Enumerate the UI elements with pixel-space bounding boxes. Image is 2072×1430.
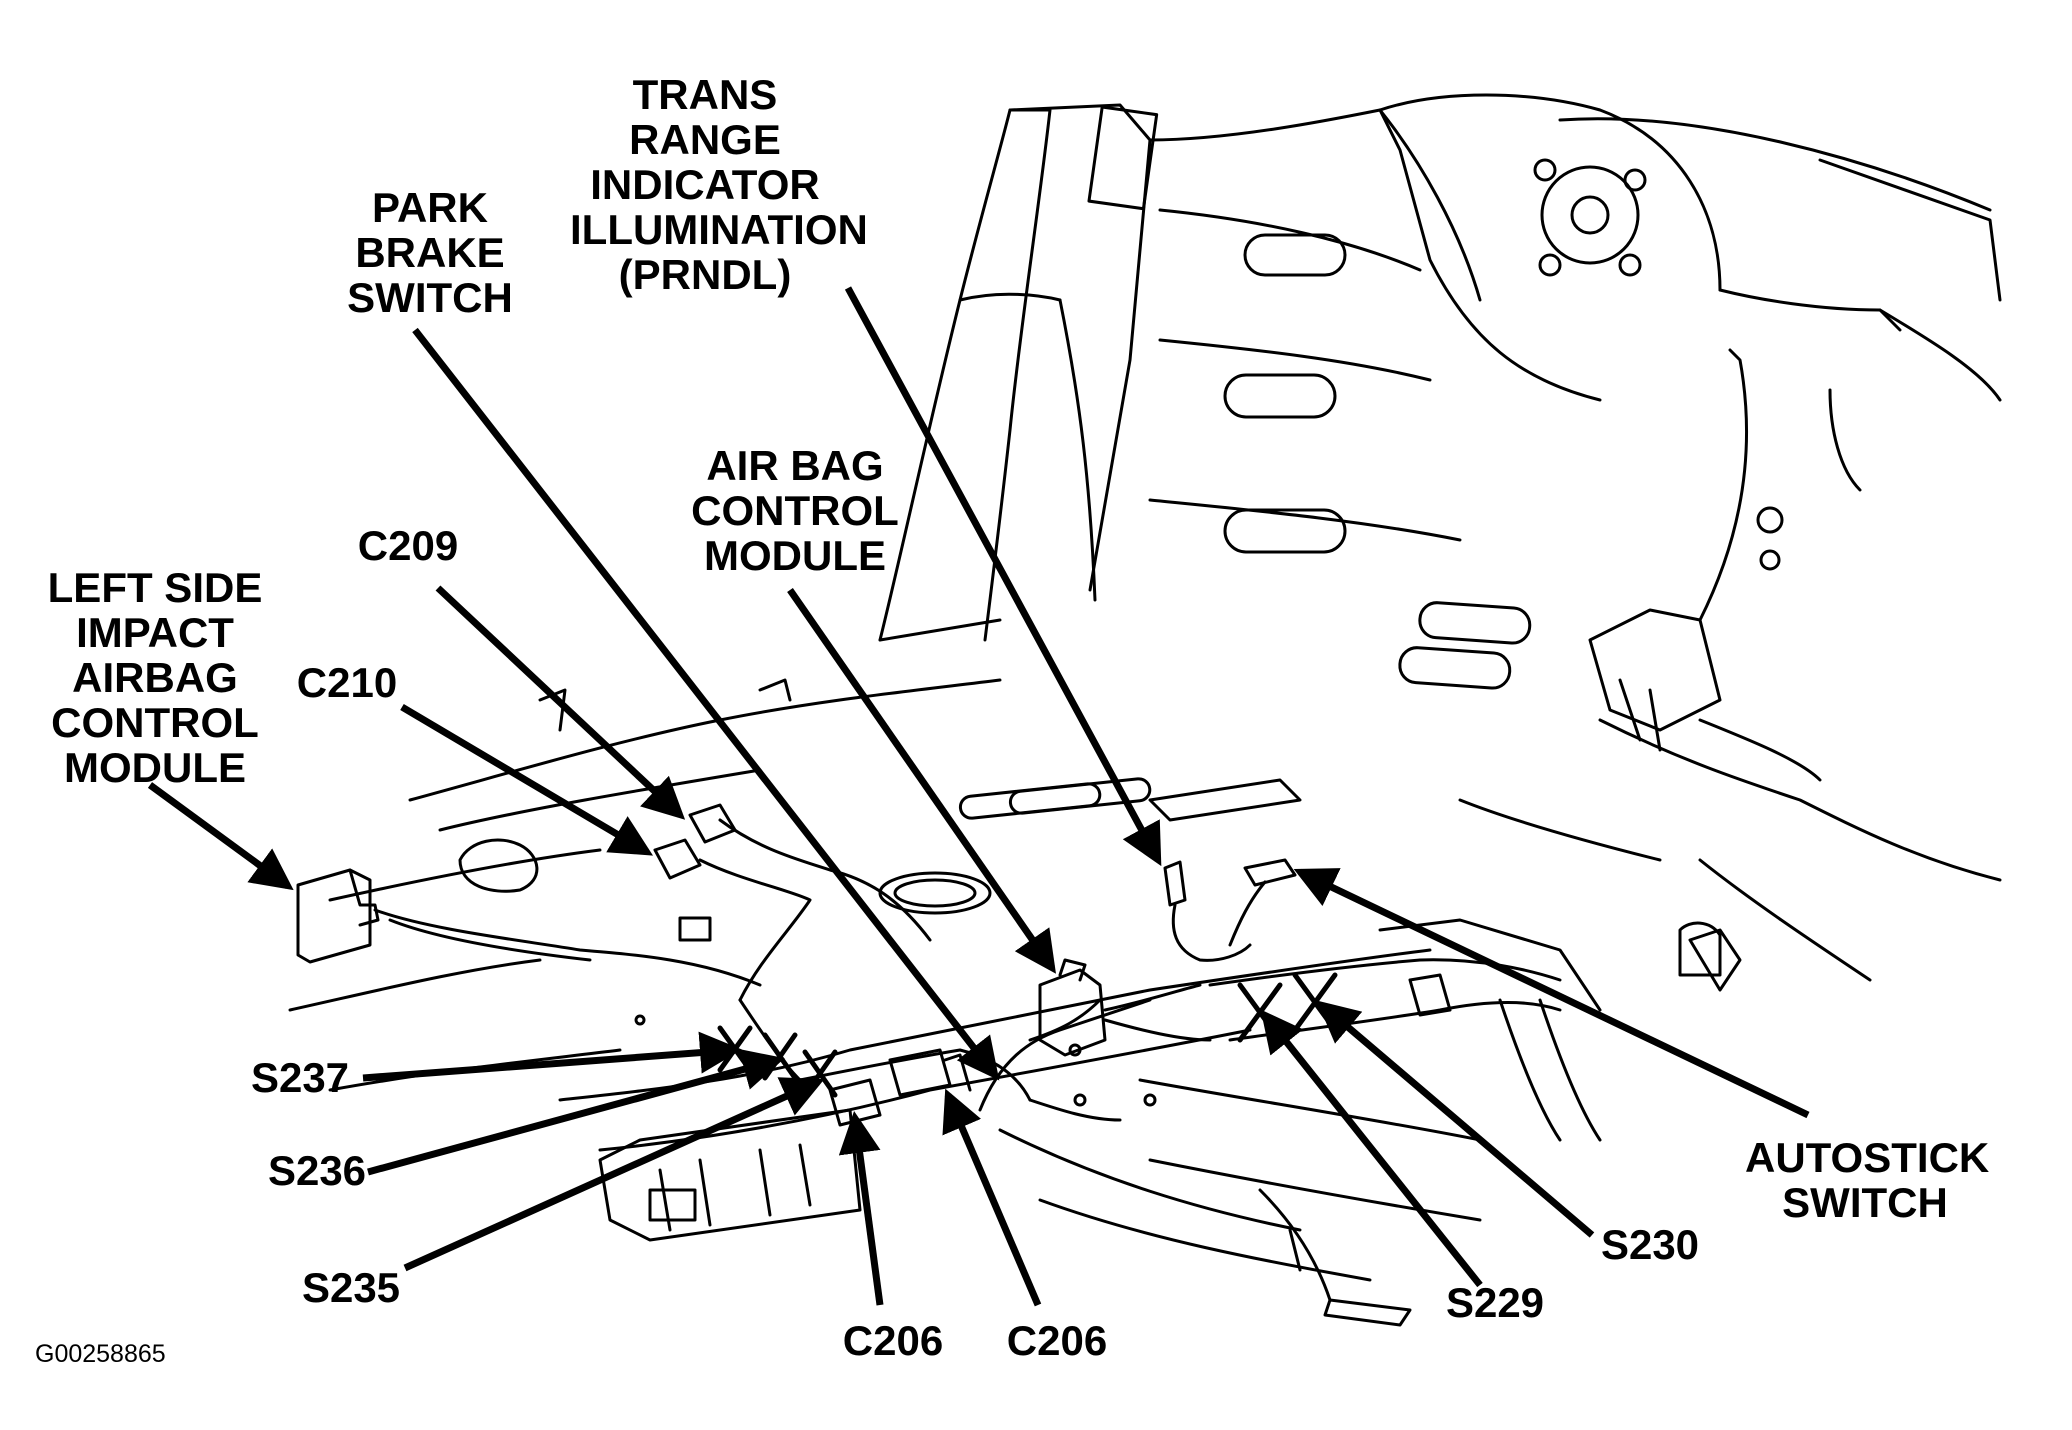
leader-arrows	[147, 286, 1810, 1307]
label-left-side-impact-airbag-module: LEFT SIDE IMPACT AIRBAG CONTROL MODULE	[47, 564, 263, 791]
arrow-autostick	[1293, 868, 1810, 1119]
splice-x-s236	[762, 1032, 798, 1081]
floor-pan-illustration	[288, 93, 2002, 1327]
label-s230: S230	[1600, 1221, 1700, 1268]
label-trans-range-indicator: TRANS RANGE INDICATOR ILLUMINATION (PRND…	[570, 71, 868, 298]
label-s237: S237	[250, 1054, 350, 1101]
label-c209: C209	[357, 522, 459, 569]
figure-id: G00258865	[35, 1340, 166, 1368]
arrow-c206-right	[942, 1088, 1042, 1307]
arrow-c209	[435, 585, 686, 820]
arrow-s237	[362, 1031, 742, 1082]
arrow-s229	[1260, 1009, 1483, 1288]
label-s235: S235	[301, 1264, 401, 1311]
label-c206-left: C206	[842, 1317, 944, 1364]
arrow-s235	[403, 1077, 825, 1272]
splice-x-s230	[1292, 972, 1338, 1033]
label-park-brake-switch: PARK BRAKE SWITCH	[347, 184, 513, 321]
arrow-s236	[367, 1048, 785, 1176]
label-c210: C210	[296, 659, 398, 706]
arrow-c210	[400, 703, 654, 856]
label-air-bag-control-module: AIR BAG CONTROL MODULE	[691, 442, 899, 579]
arrow-s230	[1316, 1000, 1595, 1238]
arrow-trans-range	[844, 286, 1162, 867]
label-s236: S236	[267, 1147, 367, 1194]
label-c206-right: C206	[1006, 1317, 1108, 1364]
arrow-left-side-impact	[147, 782, 294, 891]
arrow-air-bag	[787, 588, 1056, 974]
label-s229: S229	[1445, 1279, 1545, 1326]
label-autostick-switch: AUTOSTICK SWITCH	[1745, 1134, 1990, 1226]
arrow-c206-left	[838, 1111, 884, 1306]
arrow-park-brake	[412, 327, 1000, 1081]
